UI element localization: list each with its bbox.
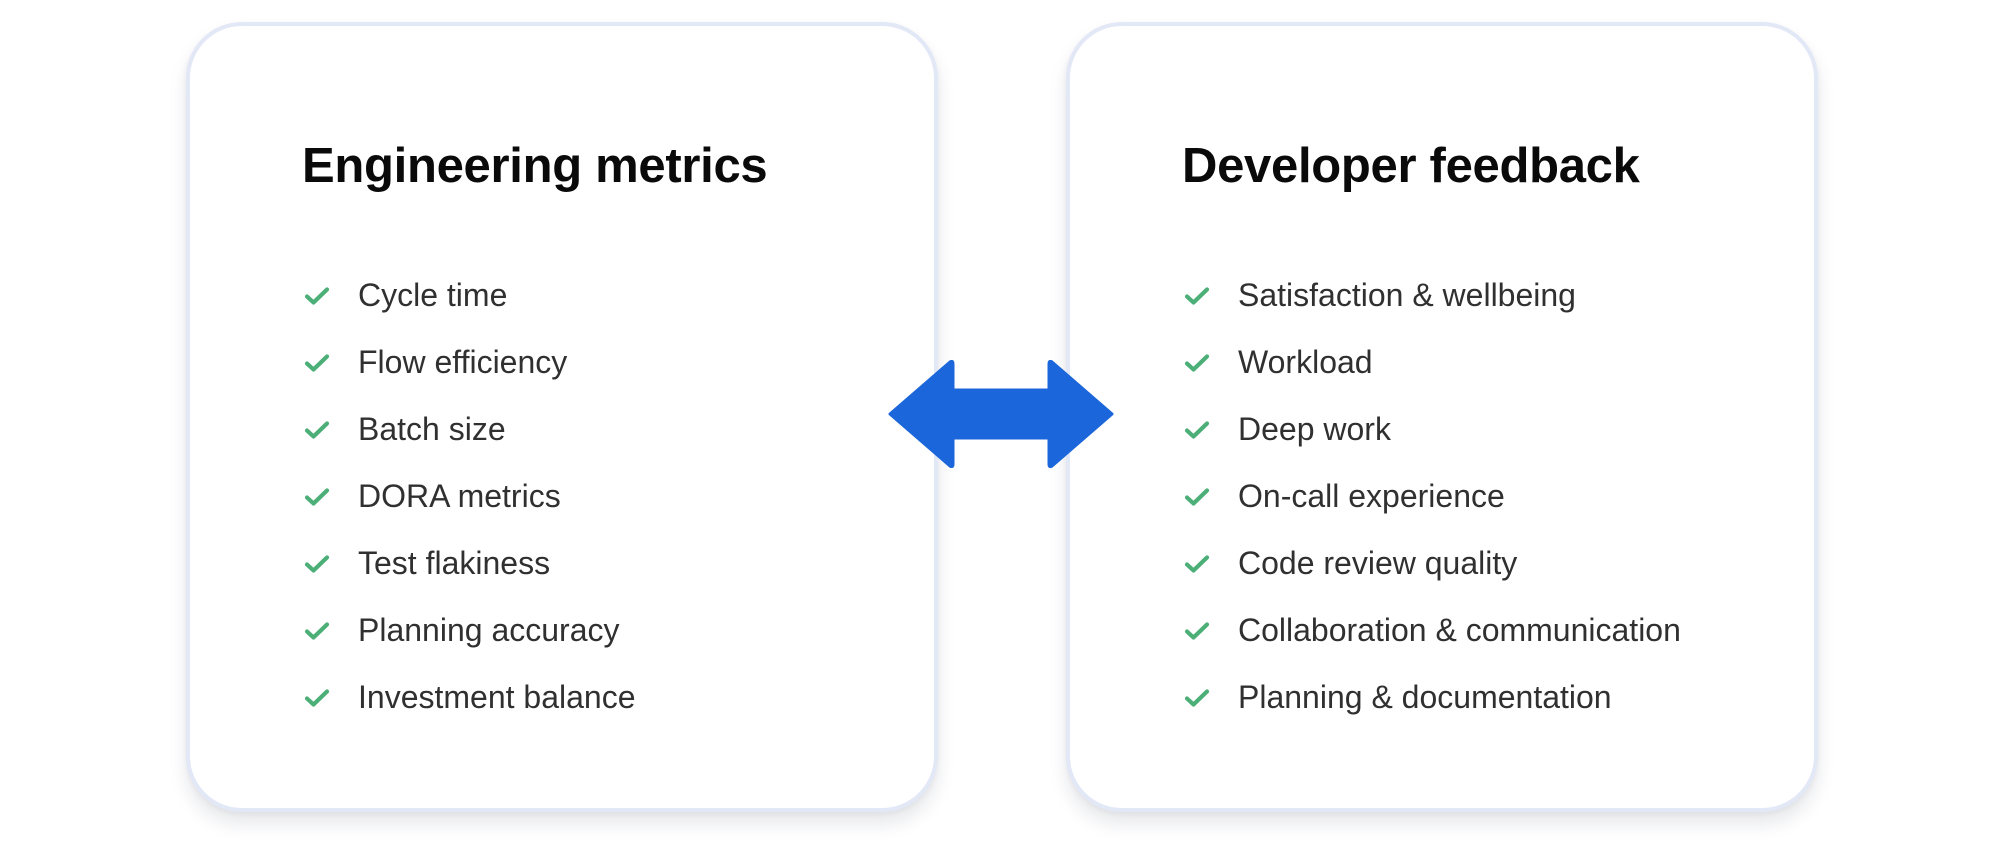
list-item: Deep work xyxy=(1182,396,1681,463)
list-item: DORA metrics xyxy=(302,463,636,530)
list-item: Collaboration & communication xyxy=(1182,597,1681,664)
item-label: Deep work xyxy=(1238,411,1391,447)
check-icon xyxy=(302,683,332,713)
item-label: On-call experience xyxy=(1238,478,1505,514)
check-icon xyxy=(1182,415,1212,445)
check-icon xyxy=(1182,683,1212,713)
list-item: Satisfaction & wellbeing xyxy=(1182,262,1681,329)
check-icon xyxy=(1182,549,1212,579)
check-icon xyxy=(1182,482,1212,512)
list-item: Code review quality xyxy=(1182,530,1681,597)
check-icon xyxy=(302,616,332,646)
item-label: Workload xyxy=(1238,344,1373,380)
card-title: Engineering metrics xyxy=(302,139,768,193)
check-icon xyxy=(1182,616,1212,646)
engineering-metrics-list: Cycle time Flow efficiency Batch size DO… xyxy=(302,262,636,731)
check-icon xyxy=(302,549,332,579)
list-item: Flow efficiency xyxy=(302,329,636,396)
list-item: Test flakiness xyxy=(302,530,636,597)
card-title: Developer feedback xyxy=(1182,139,1640,193)
list-item: Batch size xyxy=(302,396,636,463)
item-label: Satisfaction & wellbeing xyxy=(1238,277,1576,313)
list-item: Investment balance xyxy=(302,664,636,731)
check-icon xyxy=(302,281,332,311)
check-icon xyxy=(1182,348,1212,378)
item-label: Flow efficiency xyxy=(358,344,568,380)
item-label: Cycle time xyxy=(358,277,508,313)
item-label: Test flakiness xyxy=(358,545,551,581)
list-item: On-call experience xyxy=(1182,463,1681,530)
list-item: Planning accuracy xyxy=(302,597,636,664)
list-item: Planning & documentation xyxy=(1182,664,1681,731)
check-icon xyxy=(302,415,332,445)
double-arrow-icon xyxy=(888,360,1114,468)
item-label: Investment balance xyxy=(358,679,636,715)
check-icon xyxy=(302,482,332,512)
check-icon xyxy=(302,348,332,378)
item-label: Collaboration & communication xyxy=(1238,612,1681,648)
developer-feedback-list: Satisfaction & wellbeing Workload Deep w… xyxy=(1182,262,1681,731)
list-item: Cycle time xyxy=(302,262,636,329)
engineering-metrics-card: Engineering metrics Cycle time Flow effi… xyxy=(186,22,938,812)
item-label: Batch size xyxy=(358,411,506,447)
item-label: DORA metrics xyxy=(358,478,561,514)
item-label: Planning & documentation xyxy=(1238,679,1612,715)
list-item: Workload xyxy=(1182,329,1681,396)
developer-feedback-card: Developer feedback Satisfaction & wellbe… xyxy=(1066,22,1818,812)
item-label: Planning accuracy xyxy=(358,612,620,648)
item-label: Code review quality xyxy=(1238,545,1518,581)
check-icon xyxy=(1182,281,1212,311)
